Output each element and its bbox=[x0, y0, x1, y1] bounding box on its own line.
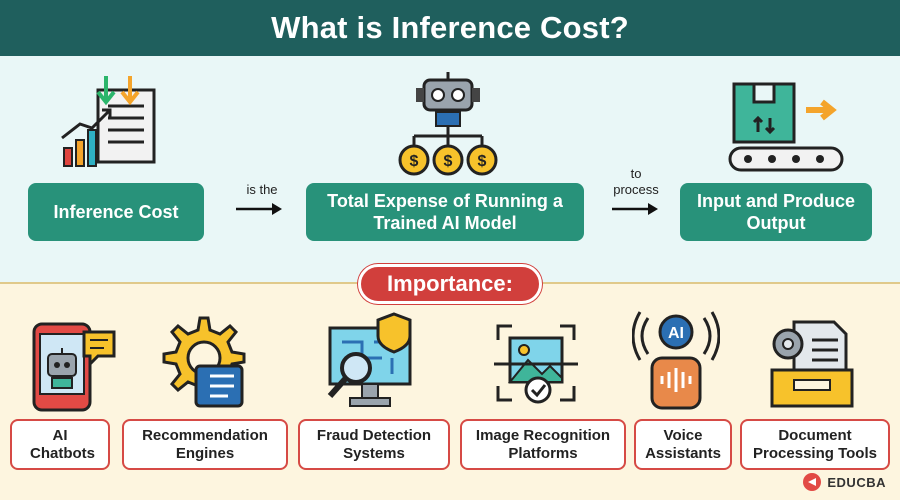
item-card-image-recognition: Image Recognition Platforms bbox=[460, 419, 626, 470]
page-title: What is Inference Cost? bbox=[271, 10, 629, 45]
title-bar: What is Inference Cost? bbox=[0, 0, 900, 56]
monitor-search-icon bbox=[327, 312, 412, 407]
result-label: Input and Produce Output bbox=[696, 191, 855, 233]
brand-logo: EDUCBA bbox=[802, 472, 886, 492]
result-box: Input and Produce Output bbox=[680, 183, 872, 241]
conveyor-box-icon bbox=[728, 82, 844, 172]
report-chart-icon bbox=[61, 76, 156, 167]
item-card-recommendation-engines: Recommendation Engines bbox=[122, 419, 288, 470]
gear-icon bbox=[162, 316, 246, 408]
term-box: Inference Cost bbox=[28, 183, 204, 241]
item-card-ai-chatbots: AI Chatbots bbox=[10, 419, 110, 470]
importance-label: Importance: bbox=[387, 271, 513, 296]
connector-is-the: is the bbox=[246, 182, 278, 197]
document-tray-icon bbox=[770, 320, 854, 408]
item-card-fraud-detection: Fraud Detection Systems bbox=[298, 419, 450, 470]
item-card-document-processing: Document Processing Tools bbox=[740, 419, 890, 470]
svg-text:AI: AI bbox=[668, 325, 684, 342]
svg-text:$: $ bbox=[444, 153, 453, 170]
educba-logo-icon bbox=[803, 473, 822, 491]
arrow-right-icon bbox=[612, 203, 658, 215]
connector-to-process: to process bbox=[613, 166, 659, 197]
chatbot-icon bbox=[32, 322, 116, 412]
importance-badge: Importance: bbox=[358, 264, 542, 304]
term-label: Inference Cost bbox=[53, 202, 179, 222]
smart-speaker-icon: AI bbox=[632, 311, 720, 410]
svg-text:$: $ bbox=[478, 153, 487, 170]
item-card-voice-assistants: Voice Assistants bbox=[634, 419, 732, 470]
item-label: Document Processing Tools bbox=[753, 426, 877, 462]
item-label: Fraud Detection Systems bbox=[316, 426, 432, 462]
middle-label: Total Expense of Running a Trained AI Mo… bbox=[327, 191, 563, 233]
image-scan-icon bbox=[494, 324, 578, 404]
item-label: Voice Assistants bbox=[645, 426, 721, 462]
item-label: AI Chatbots bbox=[30, 426, 95, 462]
ai-robot-money-icon: $ $ $ bbox=[398, 72, 498, 176]
middle-box: Total Expense of Running a Trained AI Mo… bbox=[306, 183, 584, 241]
item-label: Recommendation Engines bbox=[142, 426, 268, 462]
item-label: Image Recognition Platforms bbox=[475, 426, 611, 462]
arrow-right-icon bbox=[236, 203, 282, 215]
svg-text:$: $ bbox=[410, 153, 419, 170]
brand-name: EDUCBA bbox=[827, 474, 886, 490]
